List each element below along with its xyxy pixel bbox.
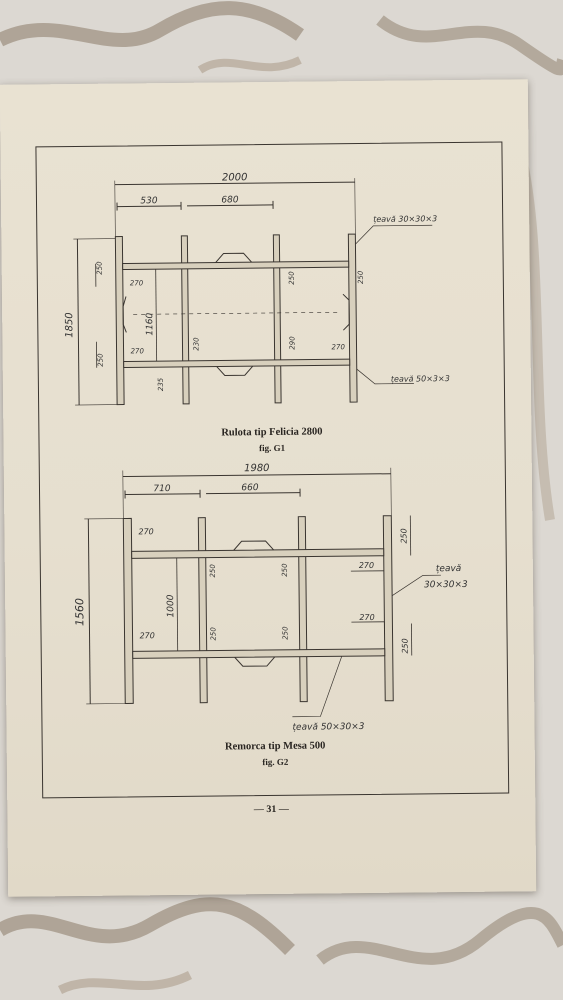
page-number: — 31 — — [253, 803, 289, 816]
document-page: 2000 530 680 1850 1160 250 250 270 270 2… — [0, 79, 537, 897]
g1-dim-270-c: 270 — [331, 343, 345, 351]
g2-dim-250-low-mid: 250 — [281, 626, 289, 640]
g1-dim-2000: 2000 — [222, 172, 248, 183]
g2-dim-250-mid: 250 — [281, 563, 289, 577]
g1-dim-270-b: 270 — [131, 347, 145, 355]
g2-tube-right-label-2: 30×30×3 — [424, 580, 468, 590]
g2-tube-right-label-1: țeavă — [436, 564, 462, 574]
g2-dim-250-low: 250 — [209, 627, 217, 641]
g1-tube-top-label: țeavă 30×30×3 — [373, 214, 437, 224]
g2-dim-1980: 1980 — [244, 463, 270, 474]
g1-dim-530: 530 — [140, 196, 158, 206]
g2-dim-710: 710 — [153, 484, 171, 494]
g1-dim-680: 680 — [221, 195, 239, 205]
figure-g2-drawing — [84, 467, 441, 718]
technical-drawings: 2000 530 680 1850 1160 250 250 270 270 2… — [64, 172, 468, 733]
g2-dim-660: 660 — [241, 483, 259, 493]
g1-dim-250-mid: 250 — [288, 271, 296, 285]
g1-tube-bottom-label: țeavă 50×3×3 — [391, 374, 450, 384]
g2-dim-250-right: 250 — [399, 528, 408, 543]
g2-dim-1560: 1560 — [73, 598, 86, 626]
g2-tube-bottom-label: țeavă 50×30×3 — [292, 722, 364, 733]
g1-dim-270-a: 270 — [130, 279, 144, 287]
g1-dim-250-bottom: 250 — [97, 353, 105, 367]
g2-dim-270-bottom: 270 — [139, 631, 154, 640]
g2-dim-270-top: 270 — [138, 527, 153, 536]
g1-dim-235: 235 — [157, 377, 165, 391]
g1-dim-250-right: 250 — [357, 270, 365, 284]
g2-dim-270-right-top: 270 — [359, 561, 374, 570]
g2-dim-250-right-low: 250 — [401, 638, 410, 653]
g1-dim-250-top: 250 — [96, 261, 104, 275]
figure-g1-drawing — [73, 178, 433, 406]
g2-dim-270-right-bottom: 270 — [359, 613, 374, 622]
g2-dim-1000: 1000 — [166, 594, 176, 617]
g1-dim-1850: 1850 — [64, 312, 75, 338]
drawing-frame: 2000 530 680 1850 1160 250 250 270 270 2… — [35, 141, 510, 799]
g1-dim-230: 230 — [192, 337, 200, 351]
g1-dim-290: 290 — [288, 336, 296, 350]
g1-dim-1160: 1160 — [145, 312, 155, 335]
g2-dim-250-left-mid: 250 — [209, 564, 217, 578]
